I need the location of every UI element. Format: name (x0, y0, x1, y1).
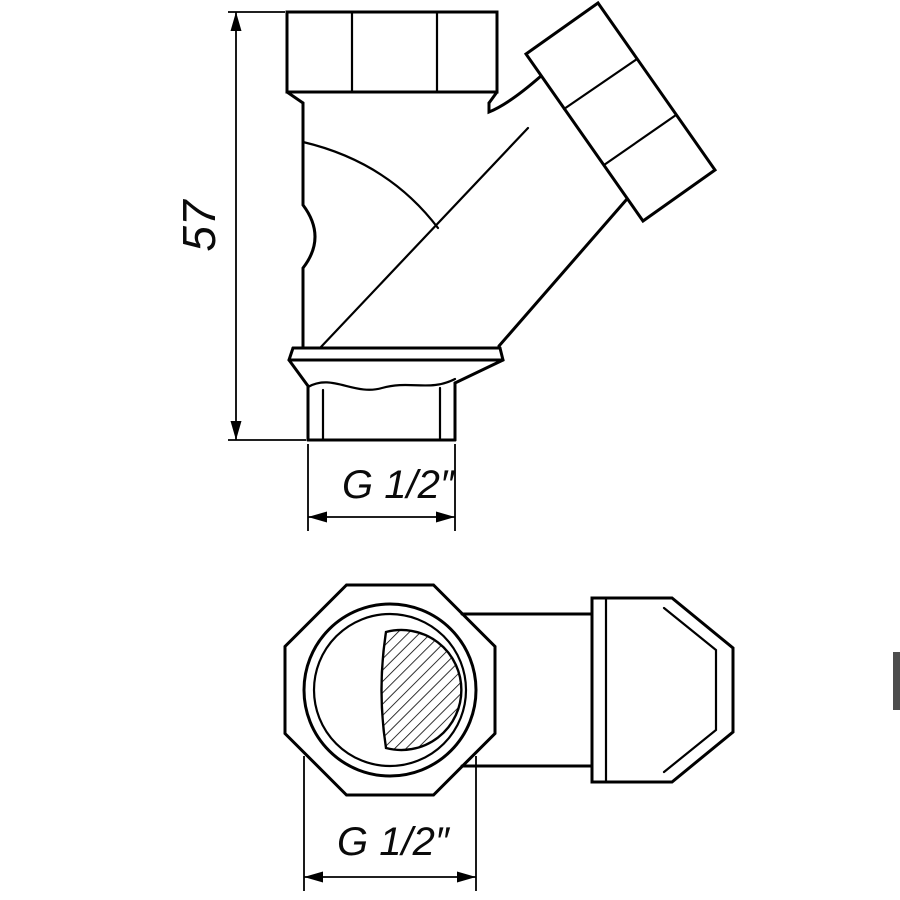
height-dimension-label: 57 (173, 199, 225, 252)
strainer-screen-hatched (380, 628, 463, 752)
front-thread-dimension: G 1/2″ (307, 444, 456, 531)
arrow-left-icon (304, 871, 323, 883)
front-view (285, 0, 718, 442)
top-thread-dimension: G 1/2″ (303, 756, 477, 891)
body-left-edge (301, 101, 317, 350)
body-passage-curve (301, 140, 440, 230)
top-shoulder-left (285, 90, 305, 105)
top-hex-nut (285, 10, 499, 94)
branch-upper-wall (487, 74, 543, 115)
top-view (283, 583, 735, 797)
arrow-up-icon (230, 12, 242, 31)
top-thread-label: G 1/2″ (337, 820, 451, 864)
branch-nut-facet-line-1 (562, 57, 639, 111)
bottom-taper-left (287, 346, 310, 388)
arrow-right-icon (457, 871, 476, 883)
branch-nut-inner-face (524, 52, 645, 223)
dimension-height: 57 (173, 11, 306, 441)
thread-inner-circle (312, 612, 468, 768)
front-thread-label: G 1/2″ (342, 463, 456, 507)
thread-break-wavy-line (306, 377, 457, 391)
octagon-nut-outline (283, 583, 497, 797)
arrow-right-icon (436, 511, 455, 523)
arrow-left-icon (308, 511, 327, 523)
arrow-down-icon (230, 421, 242, 440)
side-cap-chamfer-lines (662, 606, 718, 774)
branch-lower-wall (497, 197, 629, 348)
strainer-seat-line (318, 126, 530, 350)
branch-nut-facet-line-2 (602, 113, 678, 167)
top-shoulder-right (487, 90, 499, 105)
bottom-taper-right (453, 346, 505, 385)
port-outer-circle (302, 602, 478, 778)
side-hex-cap-outline (590, 596, 735, 784)
scrollbar-thumb[interactable] (893, 652, 900, 710)
